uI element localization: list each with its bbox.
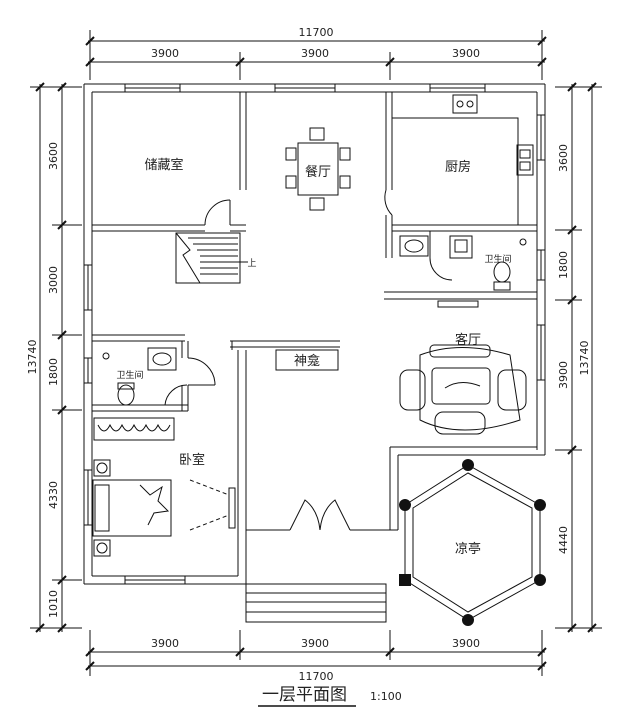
windows: [83, 83, 546, 585]
room-living: 客厅: [455, 332, 481, 348]
dimension-labels: 11700 3900 3900 3900 3900 3900 3900 1170…: [26, 26, 591, 683]
top-dim-2: 3900: [301, 47, 329, 60]
top-dimension-lines: [85, 30, 547, 80]
left-dim-2: 3000: [47, 266, 60, 294]
room-bathroom-right: 卫生间: [484, 253, 511, 265]
dining-table: [285, 127, 351, 211]
bath-right-fixtures: [399, 235, 527, 291]
plan-scale: 1:100: [370, 690, 402, 703]
interior-walls: [92, 92, 538, 447]
top-dim-3: 3900: [452, 47, 480, 60]
front-steps: [245, 583, 387, 623]
living-room-sofa: [399, 300, 527, 435]
plan-title: 一层平面图: [262, 685, 347, 705]
top-total-dim: 11700: [299, 26, 334, 39]
stair-up-label: 上: [247, 258, 256, 269]
plan-caption: 一层平面图 1:100: [258, 685, 402, 707]
right-dim-2: 1800: [557, 251, 570, 279]
bottom-dim-1: 3900: [151, 637, 179, 650]
left-total-dim: 13740: [26, 340, 39, 375]
room-kitchen: 厨房: [445, 159, 471, 175]
shrine-box: [275, 349, 339, 371]
room-bedroom: 卧室: [179, 452, 205, 468]
room-dining: 餐厅: [305, 164, 331, 180]
bottom-dim-2: 3900: [301, 637, 329, 650]
left-dim-5: 1010: [47, 590, 60, 618]
bath-left-fixtures: [102, 347, 177, 406]
right-dimension-lines: [555, 82, 602, 633]
top-dim-1: 3900: [151, 47, 179, 60]
room-bathroom-left: 卫生间: [116, 369, 143, 381]
room-labels: 储藏室 餐厅 厨房 卫生间 卫生间 客厅 神龛 卧室 凉亭 上: [116, 157, 511, 557]
right-total-dim: 13740: [578, 341, 591, 376]
bottom-dim-3: 3900: [452, 637, 480, 650]
bottom-dimension-lines: [85, 630, 547, 676]
bedroom-furniture: [92, 417, 175, 557]
staircase: [175, 232, 248, 284]
bottom-total-dim: 11700: [299, 670, 334, 683]
doors: [164, 189, 453, 531]
left-dim-1: 3600: [47, 142, 60, 170]
room-pavilion: 凉亭: [455, 541, 481, 557]
right-dim-3: 3900: [557, 361, 570, 389]
right-dim-4: 4440: [557, 526, 570, 554]
kitchen-counter: [392, 94, 534, 225]
pavilion-columns: [399, 459, 546, 626]
room-shrine: 神龛: [294, 354, 320, 369]
room-storage: 储藏室: [144, 157, 183, 173]
left-dim-3: 1800: [47, 358, 60, 386]
left-dim-4: 4330: [47, 481, 60, 509]
left-dimension-lines: [30, 82, 82, 633]
right-dim-1: 3600: [557, 144, 570, 172]
